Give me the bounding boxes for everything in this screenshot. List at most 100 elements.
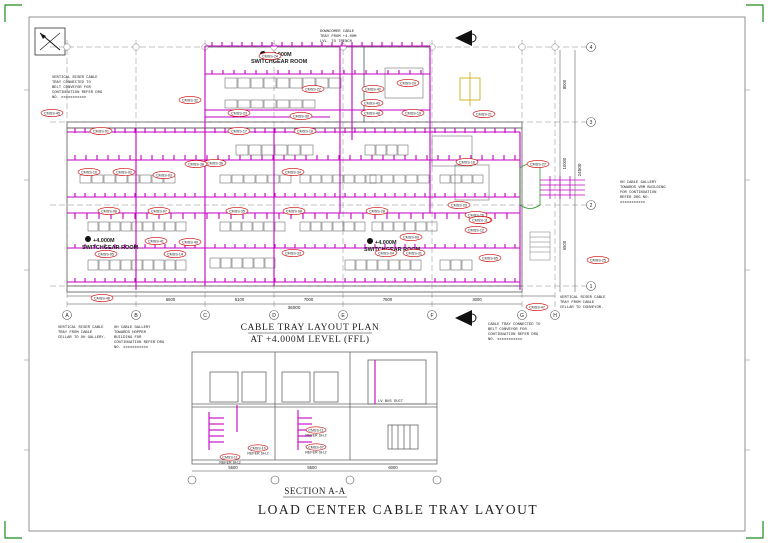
equipment-panel: [310, 174, 322, 184]
cable-tag-label: CMSS-34: [285, 170, 301, 174]
cable-tag-label: CMSS-26: [468, 213, 484, 217]
equipment-panel: [343, 174, 355, 184]
dimension-span: 7800: [383, 297, 393, 302]
cable-tag: CMSS-27: [526, 160, 550, 168]
cable-tag-label: CMSS-21: [476, 112, 492, 116]
equipment-panel: [332, 174, 344, 184]
dimension-row: 6500: [562, 240, 567, 250]
grid-bubble-label: C: [203, 313, 207, 319]
room-level-top: +4.000M: [270, 52, 292, 58]
section-ref-label: REFER SH.2: [247, 451, 268, 455]
cable-tag: CMSS-40: [178, 238, 202, 246]
equipment-panel: [321, 174, 333, 184]
cable-tag: CMSS-21: [472, 110, 496, 118]
cable-tag-label: CMSS-27: [530, 162, 546, 166]
cable-tag-label: CMSS-32: [182, 98, 198, 102]
equipment-panel: [91, 174, 104, 184]
equipment-panel: [393, 174, 406, 184]
cable-tag: CMSS-01: [89, 127, 113, 135]
grid-bubble-row-1: 1: [586, 281, 596, 291]
equipment-panel: [230, 221, 242, 232]
equipment-panel: [142, 221, 154, 232]
cable-tag: CMSS-20: [396, 79, 420, 87]
equipment-panel: [343, 221, 355, 232]
cable-tag: CMSS-45: [40, 109, 64, 117]
section-cable-trays: [208, 360, 376, 450]
equipment-panel: [231, 174, 244, 184]
section-ref-note: REFER SH.2: [305, 450, 326, 454]
equipment-panel: [241, 221, 253, 232]
cable-tag-label: CMSS-29: [451, 203, 467, 207]
equipment-panel: [115, 174, 128, 184]
equipment-panel: [289, 99, 303, 109]
section-bus-duct-label: LV BUS DUCT: [378, 400, 404, 404]
cable-tag-label: CMSS-45: [44, 111, 60, 115]
cable-tag: CMSS-07: [147, 207, 171, 215]
dimension-span: 3000: [472, 297, 482, 302]
grid-bubble-row-4: 4: [586, 42, 596, 52]
grid-bubble-col-c: C: [200, 310, 210, 320]
equipment-panel: [461, 174, 473, 184]
equipment-panel: [354, 221, 366, 232]
equipment-panel: [279, 174, 292, 184]
equipment-panel: [235, 144, 249, 156]
equipment-panel: [250, 99, 264, 109]
plan-subtitle: AT +4.000M LEVEL (FFL): [250, 334, 369, 345]
section-tag-label: CMSS-10: [250, 446, 266, 450]
grid-bubble-label: F: [430, 313, 433, 319]
cable-tag: CMSS-31: [402, 249, 426, 257]
note-line: OH CABLE GALLERY: [620, 181, 657, 185]
cable-tag-label: CMSS-31: [406, 251, 422, 255]
equipment-panel: [371, 221, 383, 232]
cable-tag-label: CMSS-47: [529, 305, 545, 309]
equipment-panel: [224, 99, 238, 109]
cable-tag-label: CMSS-14: [167, 252, 183, 256]
section-marker-top: [455, 30, 477, 46]
equipment-panel: [450, 259, 462, 271]
equipment-panel: [426, 221, 438, 232]
note-line: NO. xxxxxxxxxxx: [114, 346, 149, 350]
section-tag-label: CMSS-07: [308, 445, 324, 449]
equipment-panel: [439, 259, 451, 271]
section-cable-tag: CMSS-11: [219, 453, 241, 461]
room-level-left: +4.000M: [93, 238, 115, 244]
equipment-panel: [142, 259, 154, 271]
sheet-border: [28, 16, 746, 532]
cable-tag: CMSS-02: [112, 168, 136, 176]
section-column-bubbles: [187, 475, 442, 485]
equipment-panel: [252, 221, 264, 232]
equipment-panel: [382, 221, 394, 232]
equipment-panel: [139, 174, 152, 184]
equipment-panel: [388, 259, 400, 271]
cable-tag-label: CMSS-20: [400, 81, 416, 85]
room-name-left: SWITCHGEAR ROOM: [82, 245, 139, 251]
grid-bubble-col-e: E: [338, 310, 348, 320]
grid-bubble-label: 2: [590, 203, 593, 209]
cable-tag: CMSS-14: [163, 250, 187, 258]
cable-tag: CMSS-22: [301, 85, 325, 93]
equipment-panel: [253, 257, 265, 269]
equipment-panel: [263, 77, 277, 89]
equipment-panel: [220, 257, 232, 269]
grid-bubble-label: 3: [590, 120, 593, 126]
note-line: VERTICAL RISER CABLE: [58, 326, 104, 330]
cable-tag-label: CMSS-08: [286, 209, 302, 213]
equipment-panel: [439, 174, 451, 184]
note-line: CONTINUATION REFER DRG: [114, 341, 165, 345]
note-line: TOWARDS VRM BUILDING: [620, 186, 666, 190]
dimension-labels: 5300550051007000780030003600065001000080…: [97, 79, 582, 310]
section-ref-note: REFER SH.2: [305, 433, 326, 437]
equipment-panel: [79, 174, 92, 184]
cable-tag-label: CMSS-48: [364, 111, 380, 115]
cable-tag: CMSS-35: [225, 207, 249, 215]
equipment-panel: [131, 259, 143, 271]
equipment-panel: [276, 77, 290, 89]
equipment-panel: [120, 259, 132, 271]
cable-tag-label: CMSS-23: [231, 111, 247, 115]
cable-tag: CMSS-36: [203, 159, 227, 167]
note-line: xxxxxxxxxxx: [620, 201, 646, 205]
